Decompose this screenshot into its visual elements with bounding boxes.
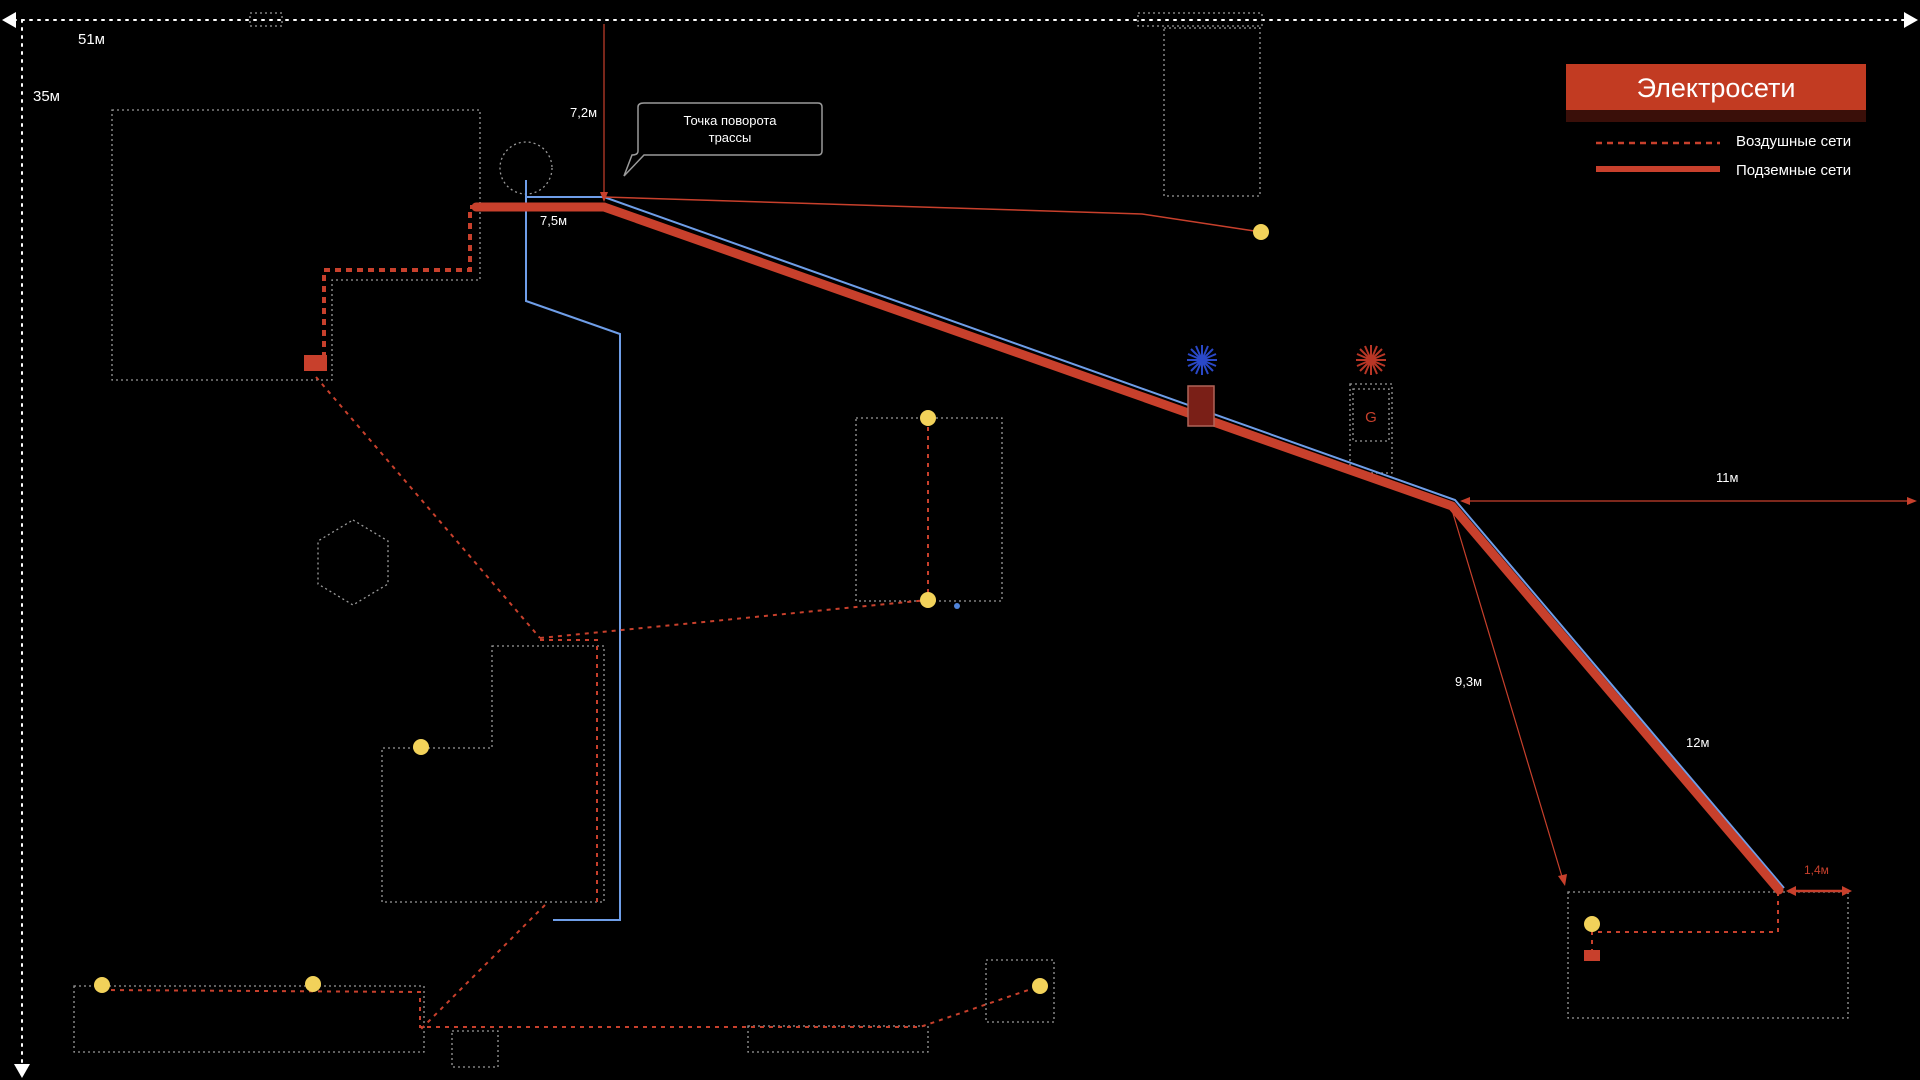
legend-overhead-label: Воздушные сети <box>1736 133 1851 150</box>
title-background <box>1566 64 1866 110</box>
distribution-box-bottom-right <box>1584 950 1600 961</box>
dimension-lines: 7,2м 7,5м 11м 9,3м 12м 1,4м <box>540 24 1917 896</box>
strip-bottom <box>747 1025 929 1053</box>
title-block: Электросети <box>1566 64 1866 122</box>
top-left-arrow <box>2 12 16 28</box>
generator-box <box>1352 388 1390 442</box>
lamps <box>94 224 1600 994</box>
building-top-center <box>1163 27 1261 197</box>
dim-9-3-line <box>1451 509 1564 881</box>
overhead-network <box>101 205 1779 1031</box>
lamp <box>1032 978 1048 994</box>
dim-7-5-label: 7,5м <box>540 213 567 228</box>
callout: Точка поворота трассы <box>623 102 823 177</box>
building-main-house <box>111 109 481 381</box>
small-shed-bottom <box>451 1030 499 1068</box>
left-bottom-arrow <box>14 1064 30 1078</box>
generator-label: G <box>1365 409 1377 426</box>
callout-line-2: трассы <box>709 130 752 145</box>
gate-top-left <box>249 12 283 27</box>
legend-underground-label: Подземные сети <box>1736 162 1851 179</box>
lamp <box>305 976 321 992</box>
callout-bubble <box>623 102 823 177</box>
dim-11-label: 11м <box>1716 470 1738 485</box>
underground-segment-main <box>599 202 1784 895</box>
red-line-to-top-lamp <box>603 196 1262 233</box>
lamp <box>1253 224 1269 240</box>
dim-12-label: 12м <box>1686 735 1709 750</box>
width-total-label: 51м <box>78 31 105 48</box>
building-bottom-left <box>73 985 425 1053</box>
building-lower-center <box>381 645 605 903</box>
underground-network <box>471 202 1784 895</box>
overhead-house-thick <box>322 205 476 358</box>
overhead-lower-building <box>540 639 598 904</box>
gate-top-center <box>1137 12 1263 27</box>
overhead-lower-to-bottom <box>419 904 546 1031</box>
dim-9-3-label: 9,3м <box>1455 674 1482 689</box>
lamp <box>413 739 429 755</box>
red-star-icon <box>1356 345 1386 375</box>
dim-7-2-arrow <box>600 192 608 202</box>
overhead-bottom-right <box>1591 892 1779 952</box>
dim-1-4-left-arrow <box>1786 886 1796 896</box>
distribution-box-house <box>304 355 327 371</box>
legend: Воздушные сети Подземные сети <box>1596 133 1851 179</box>
lamp <box>920 592 936 608</box>
blue-line-left <box>525 180 604 198</box>
height-total-label: 35м <box>33 88 60 105</box>
overhead-bottom-main <box>101 985 1041 1028</box>
generator-enclosure <box>1349 383 1393 474</box>
callout-line-1: Точка поворота <box>684 113 778 128</box>
blue-point <box>954 603 960 609</box>
top-right-arrow <box>1904 12 1918 28</box>
dim-11-left-arrow <box>1460 497 1470 505</box>
lamp <box>1584 916 1600 932</box>
lamp <box>94 977 110 993</box>
hexagon-gazebo <box>317 519 389 606</box>
lamp <box>920 410 936 426</box>
dim-11-right-arrow <box>1907 497 1917 505</box>
building-bottom-right <box>1567 891 1849 1019</box>
blue-line-vertical <box>525 197 621 921</box>
buildings <box>73 12 1849 1068</box>
overall-dimensions: 51м 35м <box>2 12 1918 1078</box>
blue-utility-line <box>525 180 1785 921</box>
page-title: Электросети <box>1637 73 1796 103</box>
dim-9-3-arrow <box>1558 874 1567 886</box>
dim-7-2-label: 7,2м <box>570 105 597 120</box>
dim-1-4-label: 1,4м <box>1804 863 1829 877</box>
title-reflection <box>1566 110 1866 122</box>
transformer-cabinet <box>1187 385 1215 427</box>
dim-1-4-right-arrow <box>1842 886 1852 896</box>
overhead-lower-to-center <box>539 599 929 639</box>
blue-star-icon <box>1187 345 1217 375</box>
overhead-house-to-lower <box>315 376 541 639</box>
blue-line-main <box>603 196 1785 889</box>
